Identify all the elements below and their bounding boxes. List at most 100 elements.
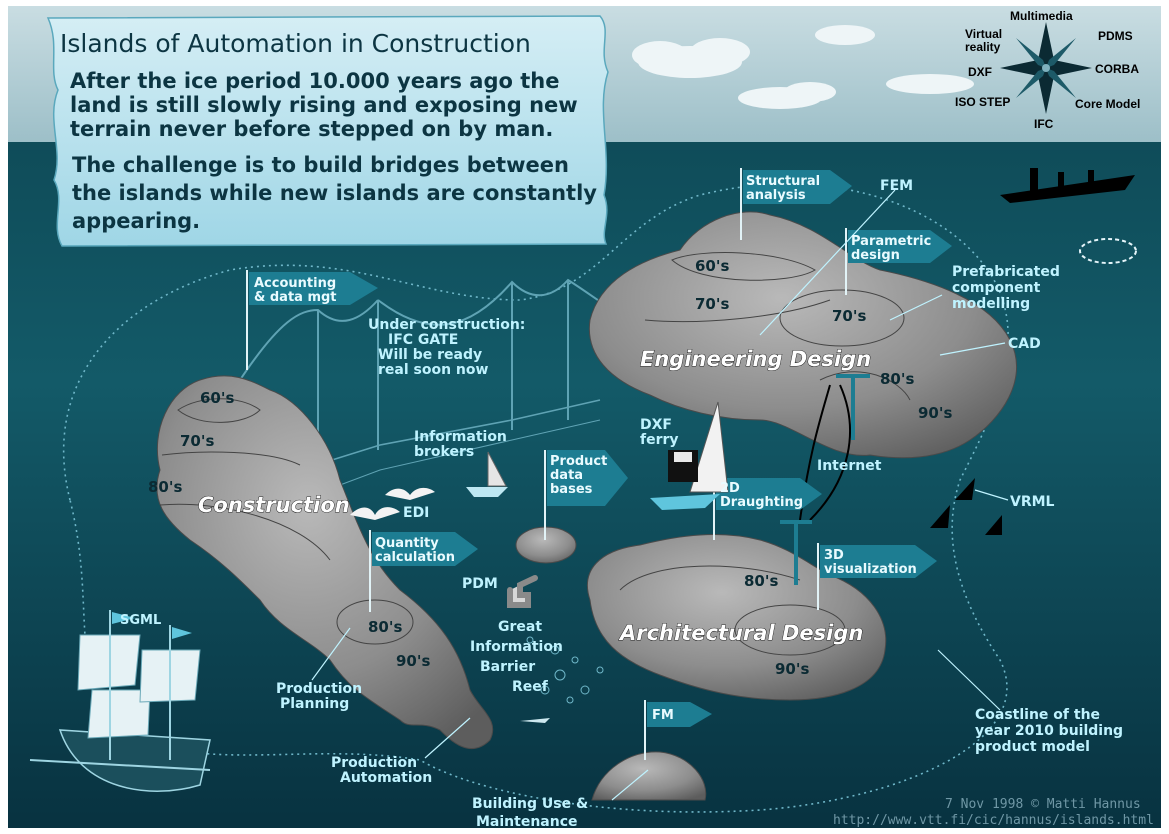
label-dxf-ferry-line-2: ferry <box>640 432 679 448</box>
cad-posts <box>780 374 870 585</box>
label-building-use-line-1: Building Use & <box>472 796 588 812</box>
engineering-decade-70b: 70's <box>832 307 866 325</box>
fm-islet <box>591 751 707 801</box>
compass-pdms: PDMS <box>1098 29 1133 43</box>
flag-accounting <box>246 270 378 370</box>
flag-quantity-line-2: calculation <box>375 550 455 565</box>
construction-contour-60 <box>177 398 261 423</box>
flag-visualization <box>817 543 937 610</box>
label-reef-line-1: Great <box>498 619 542 635</box>
pointer-lines <box>311 189 1009 801</box>
intro-line-5: the islands while new islands are consta… <box>72 181 597 205</box>
architectural-island <box>586 534 887 701</box>
flag-parametric-line-2: design <box>851 248 900 263</box>
flag-structural-line-2: analysis <box>746 188 806 203</box>
compass-rose-icon <box>1000 22 1092 114</box>
construction-contour-80b <box>336 599 414 645</box>
label-prod-auto-line-1: Production <box>331 755 417 771</box>
compass-ifc: IFC <box>1034 117 1054 131</box>
label-prefab-line-1: Prefabricated <box>952 264 1060 280</box>
label-vrml: VRML <box>1010 494 1055 510</box>
label-pdm: PDM <box>462 576 498 592</box>
architectural-island-name: Architectural Design <box>618 621 863 645</box>
construction-decade-80b: 80's <box>368 618 402 636</box>
engineering-contour-80 <box>819 371 911 401</box>
engineering-decade-60: 60's <box>695 257 729 275</box>
label-ifc-gate-line-4: real soon now <box>378 362 489 378</box>
credit-line-2: http://www.vtt.fi/cic/hannus/islands.htm… <box>833 813 1154 828</box>
diagram-title: Islands of Automation in Construction <box>60 29 531 58</box>
flag-fm <box>644 700 712 760</box>
flag-structural-line-1: Structural <box>746 174 820 189</box>
label-prod-planning-line-2: Planning <box>280 696 349 712</box>
flag-parametric-line-1: Parametric <box>851 234 931 249</box>
flags <box>246 168 952 760</box>
label-building-use-line-2: Maintenance <box>476 814 578 830</box>
engineering-island <box>588 211 1017 459</box>
construction-island-name: Construction <box>198 493 350 517</box>
intro-line-3: terrain never before stepped on by man. <box>70 117 553 141</box>
whirlpool <box>1079 238 1137 264</box>
label-prod-planning-line-1: Production <box>276 681 362 697</box>
intro-scroll <box>46 15 609 247</box>
construction-decade-80: 80's <box>148 478 182 496</box>
sgml-ship <box>29 610 211 792</box>
information-brokers-boat <box>466 451 508 497</box>
label-cad: CAD <box>1008 336 1041 352</box>
label-internet: Internet <box>817 458 882 474</box>
label-ifc-gate-line-1: Under construction: <box>368 317 525 333</box>
label-coastline-line-3: product model <box>975 739 1090 755</box>
engineering-contour-70b <box>779 289 905 347</box>
construction-contour-70 <box>161 451 301 466</box>
flag-fm-label: FM <box>652 708 674 723</box>
compass-dxf: DXF <box>968 65 992 79</box>
label-info-brokers-line-1: Information <box>414 429 507 445</box>
flag-product-db-line-1: Product <box>550 454 607 469</box>
vrml-sharks <box>930 478 1002 535</box>
label-fem: FEM <box>880 178 913 194</box>
flag-product-db-line-3: bases <box>550 482 593 497</box>
label-prod-auto-line-2: Automation <box>340 770 432 786</box>
intro-line-6: appearing. <box>72 209 200 233</box>
clouds <box>632 25 974 109</box>
flag-product-db <box>544 450 628 540</box>
intro-line-2: land is still slowly rising and exposing… <box>70 93 578 117</box>
architectural-contour-80 <box>619 565 801 591</box>
pdm-pipe <box>507 575 538 608</box>
flag-draughting-line-1: 2D <box>720 481 740 496</box>
flag-structural <box>740 168 852 240</box>
construction-decade-60: 60's <box>200 389 234 407</box>
architectural-contour-90 <box>734 604 846 656</box>
compass-core-model: Core Model <box>1075 97 1140 111</box>
flag-accounting-line-1: Accounting <box>254 276 336 291</box>
label-sgml: SGML <box>120 613 161 628</box>
coastline-2010 <box>62 183 1009 813</box>
label-prefab-line-2: component <box>952 280 1041 296</box>
construction-decade-70: 70's <box>180 432 214 450</box>
flag-accounting-line-2: & data mgt <box>254 290 337 305</box>
compass-reality: reality <box>965 40 1001 54</box>
label-reef-line-3: Barrier <box>480 659 535 675</box>
label-ifc-gate-line-3: Will be ready <box>378 347 482 363</box>
construction-decade-90: 90's <box>396 652 430 670</box>
small-plane <box>520 718 550 723</box>
flag-visualization-line-2: visualization <box>824 562 917 577</box>
engineering-decade-70: 70's <box>695 295 729 313</box>
flag-parametric <box>845 228 952 295</box>
label-edi: EDI <box>403 505 429 521</box>
engineering-contour-60 <box>671 252 816 281</box>
label-prefab-line-3: modelling <box>952 296 1030 312</box>
flag-quantity-line-1: Quantity <box>375 536 439 551</box>
information-reef <box>526 636 604 704</box>
intro-line-4: The challenge is to build bridges betwee… <box>72 153 569 177</box>
architectural-decade-80: 80's <box>744 572 778 590</box>
label-ifc-gate-line-2: IFC GATE <box>388 332 458 348</box>
engineering-decade-90: 90's <box>918 404 952 422</box>
ifc-gate-bridge <box>239 278 661 501</box>
label-info-brokers-line-2: brokers <box>414 444 474 460</box>
flag-product-db-line-2: data <box>550 468 583 483</box>
submarine <box>1000 168 1135 203</box>
label-reef-line-2: Information <box>470 639 563 655</box>
